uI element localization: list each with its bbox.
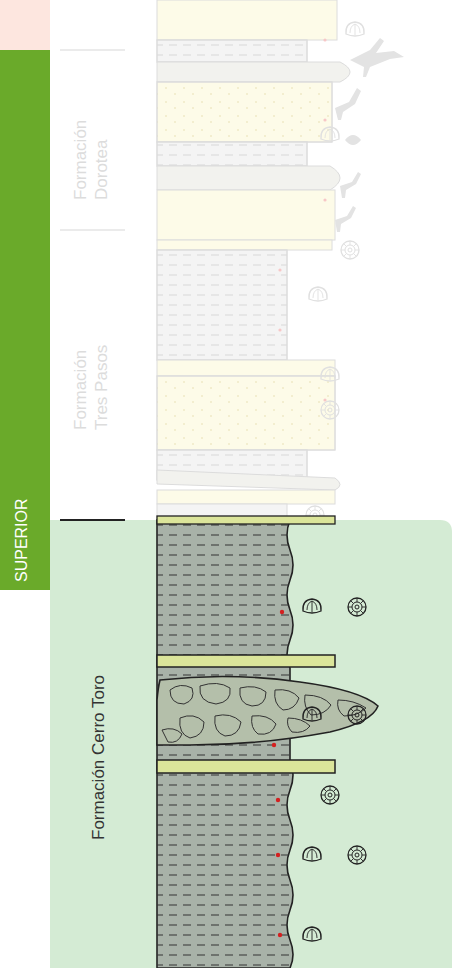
- formation-label: Formación Dorotea: [70, 90, 113, 200]
- formation-band: Formación Cerro Toro: [50, 520, 150, 968]
- formation-label: Formación Tres Pasos: [70, 320, 113, 430]
- formation-label: Formación Cerro Toro: [88, 580, 109, 840]
- formation-label: SUPERIOR: [12, 462, 32, 582]
- period-band: SUPERIOR: [0, 50, 50, 590]
